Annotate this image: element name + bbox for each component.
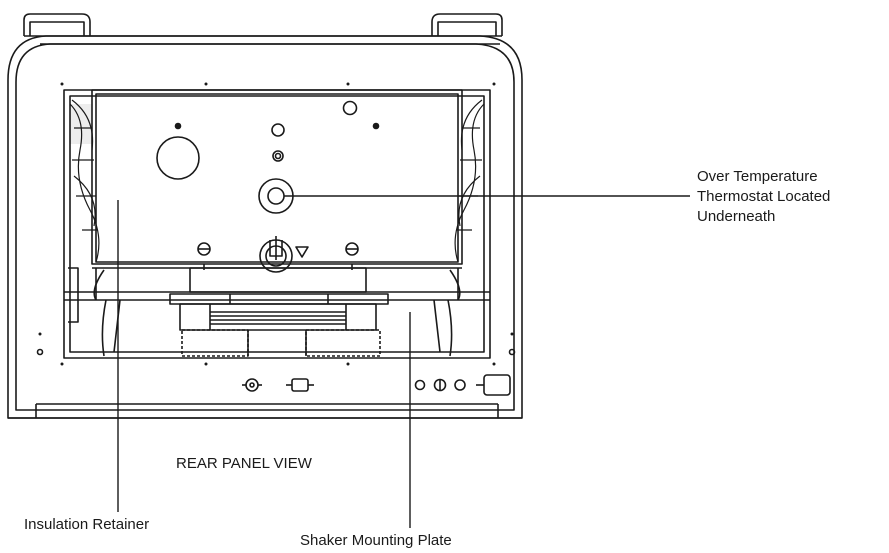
- view-title: REAR PANEL VIEW: [176, 455, 312, 472]
- frame-rivets: [38, 82, 514, 366]
- outer-housing: [7, 35, 523, 419]
- shaker-plate-label: Shaker Mounting Plate: [300, 532, 452, 549]
- inner-window: [63, 89, 491, 359]
- lower-cavity: [64, 267, 490, 357]
- side-fastener: [36, 348, 44, 356]
- top-handles: [23, 13, 503, 45]
- retainer-screws: [197, 242, 359, 270]
- insulation-retainer-plate: [91, 89, 463, 270]
- insulation-retainer-label: Insulation Retainer: [24, 516, 150, 533]
- center-knob: [259, 236, 293, 273]
- rear-connectors: [242, 374, 511, 396]
- thermostat-callout: Over Temperature Thermostat Located Unde…: [697, 167, 830, 227]
- thermostat-callout-line2: Thermostat Located: [697, 188, 831, 205]
- thermostat-callout-line3: Underneath: [697, 208, 776, 225]
- side-fastener: [508, 348, 516, 356]
- shaker-mounting-plate: [169, 293, 389, 357]
- thermostat-callout-line1: Over Temperature: [697, 168, 818, 185]
